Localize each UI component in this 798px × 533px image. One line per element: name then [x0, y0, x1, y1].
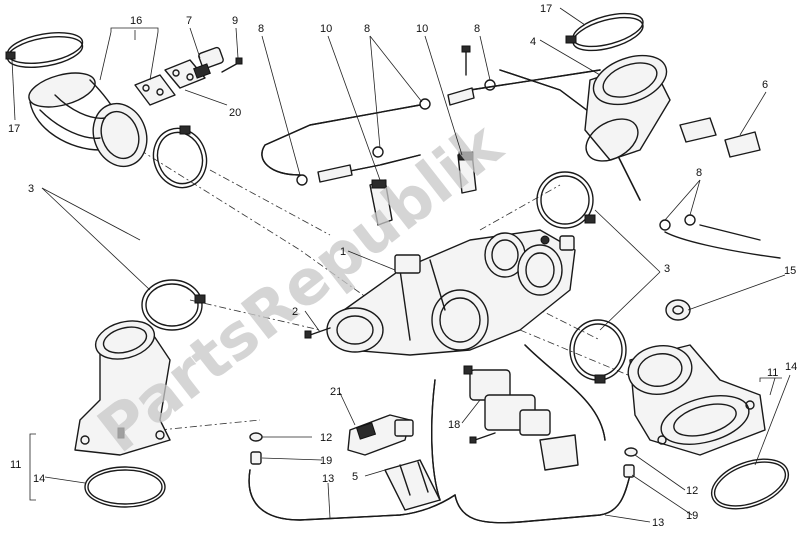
callout-leader-lines	[11, 7, 791, 523]
idle-actuator-18	[463, 365, 579, 471]
callout-12-left: 12	[320, 432, 332, 444]
alignment-lines	[139, 149, 641, 431]
hose-clamp-left-ring	[152, 125, 208, 189]
intake-manifold-left-11	[74, 320, 171, 456]
callout-19-left: 19	[320, 455, 332, 467]
throttle-body-assembly	[326, 229, 576, 356]
o-ring-14-left	[84, 466, 166, 508]
intake-boot-4	[565, 12, 671, 162]
callout-2: 2	[292, 306, 298, 318]
callout-14-left: 14	[33, 473, 45, 485]
callout-8-c: 8	[474, 23, 480, 35]
callout-10-a: 10	[320, 23, 332, 35]
callout-8-b: 8	[364, 23, 370, 35]
callout-18: 18	[448, 419, 460, 431]
vacuum-hose-13-right	[454, 344, 631, 524]
vacuum-hose-13-left	[248, 379, 456, 521]
bolt-9	[221, 57, 243, 73]
callout-8-a: 8	[258, 23, 264, 35]
callout-6: 6	[762, 79, 768, 91]
sensor-gasket-20	[134, 59, 206, 106]
callout-numbers: 16 7 9 20 17 3 8 10 8 10 8 4 17 6 8 3 15…	[8, 3, 797, 529]
intake-manifold-right-11	[627, 344, 766, 456]
callout-15: 15	[784, 265, 796, 277]
breather-hose-6	[664, 117, 781, 259]
callout-7: 7	[186, 15, 192, 27]
hose-clamp-3-lower	[569, 319, 627, 384]
callout-20: 20	[229, 107, 241, 119]
callout-14-right: 14	[785, 361, 797, 373]
callout-12-right: 12	[686, 485, 698, 497]
callout-3-left: 3	[28, 183, 34, 195]
callout-13-right: 13	[652, 517, 664, 529]
callout-17-left: 17	[8, 123, 20, 135]
callout-3-right: 3	[664, 263, 670, 275]
o-ring-14-right	[710, 458, 790, 510]
callout-10-b: 10	[416, 23, 428, 35]
hose-clamp-17-left	[5, 32, 84, 68]
callout-13-left: 13	[322, 473, 334, 485]
callout-11-right: 11	[767, 367, 778, 379]
fuel-injector-left	[369, 179, 393, 226]
callout-19-right: 19	[686, 510, 698, 522]
callout-9: 9	[232, 15, 238, 27]
t-fittings	[317, 45, 475, 183]
bracket-5	[384, 459, 441, 511]
sensor-7	[193, 46, 224, 79]
fuel-injector-right	[457, 151, 477, 194]
callout-17-right: 17	[540, 3, 552, 15]
callout-11-left: 11	[10, 459, 21, 471]
grommet-15	[665, 299, 691, 321]
callout-4: 4	[530, 36, 536, 48]
hose-clamp-3-upper	[536, 171, 596, 229]
callout-16: 16	[130, 15, 142, 27]
intake-boot-left	[28, 72, 148, 168]
hose-clamp-3-left	[141, 279, 206, 331]
callout-5: 5	[352, 471, 358, 483]
callout-8-d: 8	[696, 167, 702, 179]
fittings-12-19	[249, 432, 638, 478]
connector-21	[347, 414, 414, 456]
callout-1: 1	[340, 246, 346, 258]
callout-21: 21	[330, 386, 342, 398]
